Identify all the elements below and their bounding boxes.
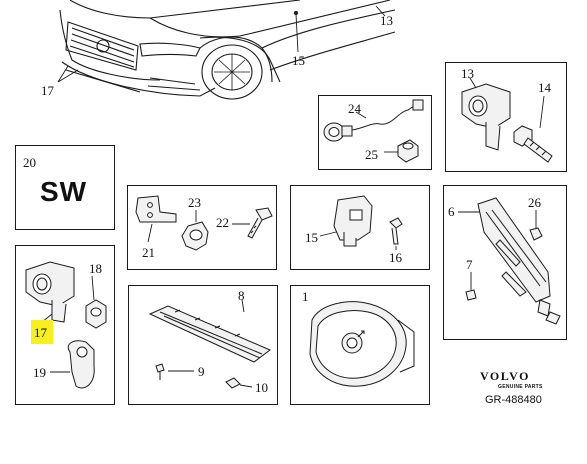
callout-21: 21 xyxy=(142,245,155,260)
callout-26: 26 xyxy=(528,195,541,210)
callout-23: 23 xyxy=(188,195,201,210)
callout-22: 22 xyxy=(216,215,229,230)
callout-7: 7 xyxy=(466,257,473,272)
brand-name: VOLVO xyxy=(480,369,530,383)
callout-20: 20 xyxy=(23,155,36,170)
callout-25: 25 xyxy=(365,147,378,162)
callout-24: 24 xyxy=(348,101,361,116)
callout-16: 16 xyxy=(389,250,402,265)
callout-15-mid: 15 xyxy=(305,230,318,245)
callout-9: 9 xyxy=(198,364,205,379)
callout-8: 8 xyxy=(238,288,245,303)
highlight-marker xyxy=(31,320,53,344)
box-sw-label xyxy=(15,145,115,230)
callout-1: 1 xyxy=(302,289,309,304)
callout-10: 10 xyxy=(255,380,268,395)
callout-13-top: 13 xyxy=(380,13,393,28)
sw-code: SW xyxy=(40,176,88,207)
brand-subtitle: GENUINE PARTS xyxy=(498,384,543,390)
callout-17-highlighted: 17 xyxy=(34,325,47,340)
callout-18: 18 xyxy=(89,261,102,276)
callout-19: 19 xyxy=(33,365,46,380)
callout-14: 14 xyxy=(538,80,551,95)
callout-17-top: 17 xyxy=(41,83,54,98)
callout-13-right: 13 xyxy=(461,66,474,81)
callout-6: 6 xyxy=(448,204,455,219)
callout-15-top: 15 xyxy=(292,53,305,68)
diagram-reference: GR-488480 xyxy=(485,394,542,406)
